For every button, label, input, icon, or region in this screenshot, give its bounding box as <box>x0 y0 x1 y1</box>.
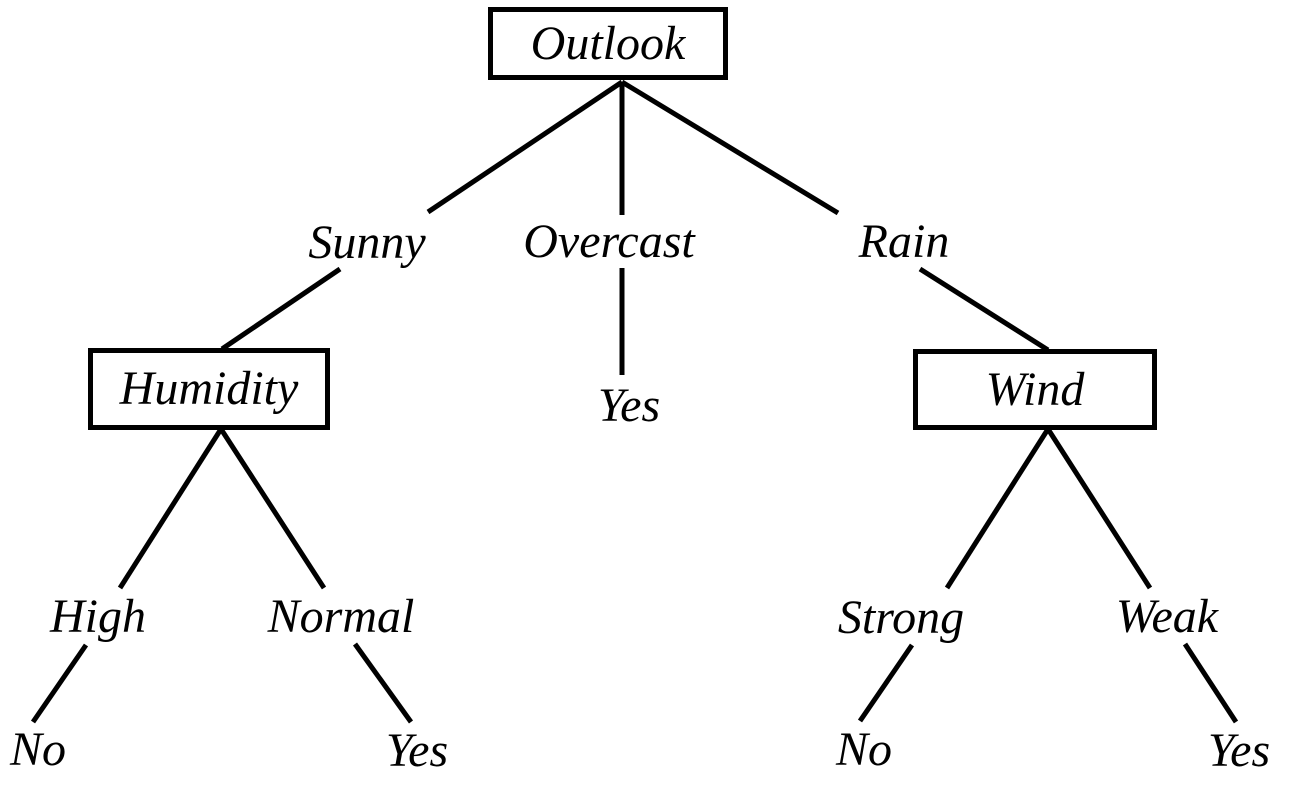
edge-humidity-high-upper <box>117 427 224 590</box>
edge-sunny-humidity <box>220 266 342 352</box>
edge-wind-weak-upper <box>1045 427 1153 590</box>
edge-weak-yes <box>1182 642 1239 724</box>
edge-strong-no <box>857 643 915 723</box>
node-humidity-label: Humidity <box>119 362 299 415</box>
edge-high-no <box>30 643 89 724</box>
edge-humidity-normal-upper <box>218 427 327 590</box>
edge-outlook-rain-upper <box>620 79 840 216</box>
edge-label-rain: Rain <box>858 215 950 268</box>
node-wind-label: Wind <box>985 362 1085 416</box>
node-outlook: Outlook <box>488 7 728 80</box>
edge-label-weak: Weak <box>1115 590 1219 643</box>
edge-rain-wind <box>918 266 1050 353</box>
edge-label-strong: Strong <box>837 591 965 644</box>
leaf-overcast-yes: Yes <box>597 379 661 432</box>
node-outlook-label: Outlook <box>530 16 686 70</box>
leaf-high-no: No <box>9 723 67 776</box>
edge-label-overcast: Overcast <box>523 215 695 268</box>
leaf-strong-no: No <box>835 723 893 776</box>
edge-label-high: High <box>50 590 146 643</box>
node-wind: Wind <box>913 349 1157 430</box>
edge-wind-strong-upper <box>944 427 1051 590</box>
edge-label-sunny: Sunny <box>308 216 426 269</box>
edge-normal-yes <box>352 642 414 724</box>
leaf-normal-yes: Yes <box>385 724 449 777</box>
node-humidity: Humidity <box>88 348 330 430</box>
edge-outlook-sunny-upper <box>426 79 624 215</box>
edge-label-normal: Normal <box>267 590 415 643</box>
leaf-weak-yes: Yes <box>1207 724 1271 777</box>
